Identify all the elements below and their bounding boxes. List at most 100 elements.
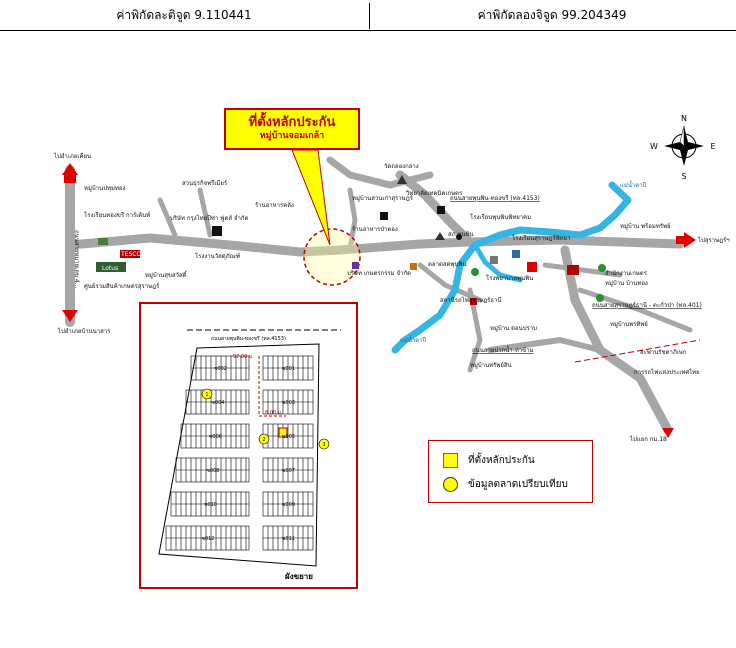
marker-label-2: 2 xyxy=(262,437,265,443)
legend-square-icon xyxy=(443,453,458,468)
label-bank: บริษัท เกษตรกรรม จำกัด xyxy=(347,270,411,277)
main-road-west xyxy=(65,233,685,257)
compass-e: E xyxy=(710,142,715,151)
plot-label: ซ003 xyxy=(282,400,295,406)
label-market-center: ศูนย์รวมสินค้าเกษตรสุราษฎร์ xyxy=(84,282,160,290)
label-village8: หมู่บ้านพรทิพย์ xyxy=(610,320,648,328)
label-factory: โรงงานวัสดุภัณฑ์ xyxy=(195,252,240,260)
road-south xyxy=(467,287,483,373)
tesco-label: TESCO xyxy=(120,251,141,258)
marker-label-3: 3 xyxy=(322,442,325,448)
inset-comparable-2 xyxy=(258,433,270,445)
label-office: สำนักงานเกษตร xyxy=(605,270,648,277)
road-south-curve xyxy=(417,262,483,303)
label-shop: ร้านอาหารคลัง xyxy=(255,202,294,209)
label-left-road: ถนนสายหมายเลข 4... xyxy=(73,230,80,289)
coordinates-header: ค่าพิกัดละติจูด 9.110441 ค่าพิกัดลองจิจู… xyxy=(0,0,736,31)
legend-row-collateral: ที่ตั้งหลักประกัน xyxy=(443,453,535,468)
legend-collateral-label: ที่ตั้งหลักประกัน xyxy=(468,455,535,466)
arrow-north-kiriyan xyxy=(62,163,78,183)
label-road401: ถนนสายสุราษฎร์ธานี - ตะกั่วป่า (ทล.401) xyxy=(592,301,702,309)
label-company: บริษัท กรุงไทยปีซ่า ฟูดส์ จำกัด xyxy=(170,214,249,222)
map-labels: ไปอำเภอเคียน ไปอำเภอบ้านนาสาร หมู่บ้านปท… xyxy=(53,152,730,443)
road-north xyxy=(326,156,434,189)
plot-label: ซ006 xyxy=(209,434,222,440)
latitude-label: ค่าพิกัดละติจูด 9.110441 xyxy=(116,7,252,22)
label-village2: สวนธุรกิจพรีเมียร์ xyxy=(182,179,228,187)
legend-row-comparables: ข้อมูลตลาดเปรียบเทียบ xyxy=(443,477,568,492)
compass-n: N xyxy=(681,114,687,123)
arrow-south-km18 xyxy=(662,428,674,438)
road-north-branch xyxy=(347,187,358,251)
label-bridge: สะพานรัชดาภิเษก xyxy=(640,349,687,356)
inset-svg: ถนนสายพุนพิน-ทองขรี (ทล.4153) 97.00 ม. 8… xyxy=(158,329,341,581)
label-village9: หมู่บ้าน ดอนปราบ xyxy=(490,325,537,332)
plot-label: ซ010 xyxy=(204,502,217,508)
callout-pointer xyxy=(291,149,331,246)
callout-title: ที่ตั้งหลักประกัน xyxy=(248,115,336,130)
tesco-sign xyxy=(120,250,140,258)
label-police: สภ.พุนพิน xyxy=(448,231,474,238)
inset-collateral-marker xyxy=(278,427,288,438)
label-hospital: โรงพยาบาลพุนพิน xyxy=(486,274,533,282)
label-river2: แม่น้ำตาปี xyxy=(400,334,427,344)
label-road-bkk: ถนนสายปากน้ำ-ท่าข้าม xyxy=(472,344,534,354)
rail-track xyxy=(574,339,701,363)
label-village5: หมู่บ้าน พร้อมทรัพย์ xyxy=(620,222,670,230)
map-symbols xyxy=(96,175,606,305)
inset-distance1: 97.00 ม. xyxy=(233,354,254,360)
callout-subtitle: หมู่บ้านจอมเกล้า xyxy=(259,131,325,141)
plot-label: ซ012 xyxy=(202,536,215,542)
header-divider xyxy=(369,3,370,29)
road-northwest xyxy=(157,187,213,238)
inset-road-label: ถนนสายพุนพิน-ทองขรี (ทล.4153) xyxy=(211,335,286,342)
plot-label: ซ008 xyxy=(207,468,220,474)
compass-s: S xyxy=(681,172,686,181)
label-school2: วิทยาลัยเทคนิคเกษตร xyxy=(405,190,463,197)
inset-plan: ถนนสายพุนพิน-ทองขรี (ทล.4153) 97.00 ม. 8… xyxy=(139,302,358,589)
arrow-south-nasan xyxy=(62,310,78,322)
compass-w: W xyxy=(650,142,658,151)
label-wat: วัดถลองกลาง xyxy=(384,163,419,170)
road-lower-loop xyxy=(487,337,603,353)
label-market-pp: ตลาดสดพุนพิน xyxy=(428,261,467,268)
legend-comparables-label: ข้อมูลตลาดเปรียบเทียบ xyxy=(468,479,568,490)
label-to-kiriyan: ไปอำเภอเคียน xyxy=(53,152,91,160)
road-south-east xyxy=(542,262,623,278)
river-tapi xyxy=(391,181,632,354)
label-school1: โรงเรียนทองขรี การ์เด้นท์ xyxy=(84,211,150,219)
river-branch xyxy=(472,242,523,283)
label-village10: หมู่บ้านทรัพย์สิน xyxy=(470,361,512,369)
plot-label: ซ011 xyxy=(282,536,295,542)
label-to-surat: ไปสุราษฎร์ฯ xyxy=(697,236,730,244)
lotus-sign xyxy=(96,262,126,272)
label-railway: สถานีรถไฟสุราษฎร์ธานี xyxy=(440,296,501,304)
legend-circle-icon xyxy=(443,477,458,492)
inset-distance2: 8.00 ม. xyxy=(265,410,283,416)
label-school3: โรงเรียนพุนพินพิทยาคม xyxy=(470,213,531,221)
longitude-label: ค่าพิกัดลองจิจูด 99.204349 xyxy=(477,7,627,22)
label-village6: หมู่บ้าน บ้านทอง xyxy=(605,280,648,287)
inset-comparable-1 xyxy=(201,388,213,400)
label-village3: หมู่บ้านสุขสวัสดิ์ xyxy=(145,270,188,279)
arrow-east-surat xyxy=(676,232,696,248)
compass-rose: N S E W xyxy=(650,114,715,181)
plot-label: ซ005 xyxy=(282,434,295,440)
label-to-nasan: ไปอำเภอบ้านนาสาร xyxy=(57,327,111,335)
map-legend: ที่ตั้งหลักประกัน ข้อมูลตลาดเปรียบเทียบ xyxy=(428,440,593,503)
label-village-school: โรงเรียนสุราษฎร์พิทยา xyxy=(512,234,571,242)
marker-label-1: 1 xyxy=(205,392,208,398)
inset-comparable-3 xyxy=(318,438,330,450)
plot-label: ซ009 xyxy=(282,502,295,508)
label-train: การรถไฟแห่งประเทศไทย xyxy=(634,368,700,376)
plot-label: ซ007 xyxy=(282,468,295,474)
plot-label: ซ001 xyxy=(282,366,295,372)
label-river1: แม่น้ำตาปี xyxy=(620,179,647,189)
plot-label: ซ002 xyxy=(214,366,227,372)
label-village1: หมู่บ้านปทุมทอง xyxy=(84,185,125,192)
plot-label: ซ004 xyxy=(212,400,225,406)
label-rest: ร้านอาหารป่าตอง xyxy=(352,226,398,233)
label-to-km18: ไปแยก กม.18 xyxy=(629,435,667,443)
lotus-label: Lotus xyxy=(102,265,118,272)
collateral-location-circle xyxy=(303,228,361,286)
